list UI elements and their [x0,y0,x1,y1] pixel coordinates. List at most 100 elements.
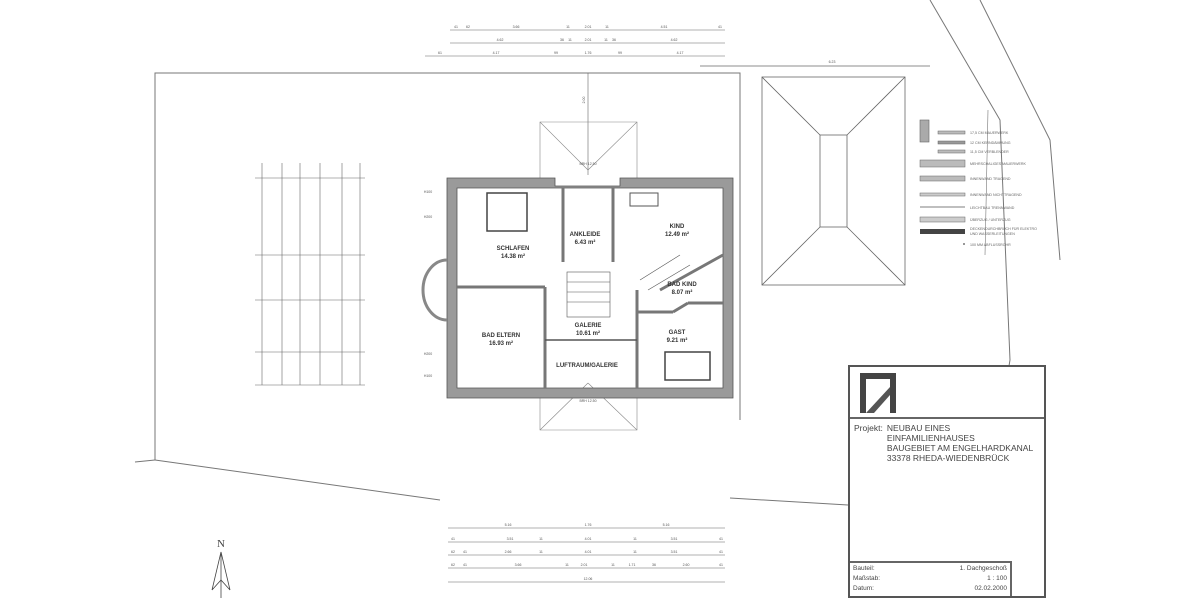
svg-text:41: 41 [463,563,467,567]
svg-text:GALERIE: GALERIE [575,323,602,329]
svg-text:4.51: 4.51 [661,25,668,29]
svg-text:3.51: 3.51 [671,537,678,541]
svg-text:11: 11 [604,38,608,42]
svg-text:H200: H200 [424,215,432,219]
svg-text:H100: H100 [424,374,432,378]
svg-text:41: 41 [718,25,722,29]
svg-text:N: N [217,538,225,550]
top-dimension-labels: 41 62 3.66 11 2.01 11 4.51 41 4.62 36 11… [438,25,835,103]
svg-text:LUFTRAUM/GALERIE: LUFTRAUM/GALERIE [556,363,618,369]
legend: 17,5 CM MAUERWERK 12 CM KERNDÄMMUNG 11,5… [919,109,1037,256]
svg-text:4.17: 4.17 [677,51,684,55]
svg-text:41: 41 [463,550,467,554]
svg-text:INNENWAND TRAGEND: INNENWAND TRAGEND [970,177,1011,181]
svg-text:11: 11 [566,25,570,29]
svg-text:11: 11 [565,563,569,567]
svg-text:4.01: 4.01 [585,550,592,554]
svg-text:3.51: 3.51 [671,550,678,554]
svg-text:99: 99 [618,51,622,55]
svg-text:1.76: 1.76 [585,523,592,527]
svg-text:11: 11 [633,537,637,541]
svg-text:99: 99 [554,51,558,55]
svg-text:5.16: 5.16 [505,523,512,527]
svg-text:36: 36 [560,38,564,42]
drawing-info: Bauteil:1. Dachgeschoß Maßstab:1 : 100 D… [850,561,1012,596]
svg-text:11: 11 [611,563,615,567]
svg-text:BAD KIND: BAD KIND [667,282,697,288]
staircase-icon [566,254,691,318]
svg-text:INNENWAND NICHTTRAGEND: INNENWAND NICHTTRAGEND [970,193,1022,197]
project-info: Projekt: NEUBAU EINES EINFAMILIENHAUSES … [854,423,1034,463]
svg-text:61: 61 [438,51,442,55]
svg-text:16.93 m²: 16.93 m² [489,340,513,347]
left-dimensions [255,163,365,386]
title-block: Projekt: NEUBAU EINES EINFAMILIENHAUSES … [848,365,1046,598]
svg-text:11: 11 [539,537,543,541]
bed-icon [486,192,528,232]
svg-text:3.66: 3.66 [513,25,520,29]
svg-text:5.16: 5.16 [663,523,670,527]
svg-text:1.71: 1.71 [629,563,636,567]
svg-text:LEICHTBAU TRENNWAND: LEICHTBAU TRENNWAND [970,206,1015,210]
svg-text:62: 62 [451,563,455,567]
property-lines [134,0,1061,506]
dormers [539,121,638,431]
bottom-dimensions [448,527,725,583]
neighbor-house [700,65,930,286]
architect-logo [850,367,1044,419]
svg-text:12.06: 12.06 [584,577,593,581]
svg-text:H100: H100 [424,190,432,194]
svg-text:6.23: 6.23 [829,60,836,64]
bauteil-value: 1. Dachgeschoß [959,564,1007,572]
svg-text:11,5 CM VERBLENDER: 11,5 CM VERBLENDER [970,150,1009,154]
svg-text:3.66: 3.66 [515,563,522,567]
date-value: 02.02.2000 [974,584,1007,592]
svg-text:KIND: KIND [670,224,685,230]
scale-value: 1 : 100 [987,574,1007,582]
svg-text:GAST: GAST [669,330,686,336]
svg-text:17,5 CM MAUERWERK: 17,5 CM MAUERWERK [970,131,1009,135]
svg-text:62: 62 [466,25,470,29]
svg-text:BAD ELTERN: BAD ELTERN [482,333,520,339]
svg-text:ÜBERZUG / UNTERZUG: ÜBERZUG / UNTERZUG [970,218,1011,222]
svg-text:BRH 12.50: BRH 12.50 [579,162,596,166]
svg-text:36: 36 [612,38,616,42]
svg-text:11: 11 [539,550,543,554]
svg-text:11: 11 [568,38,572,42]
room-name: SCHLAFEN [497,246,530,252]
svg-text:41: 41 [719,563,723,567]
svg-text:4.01: 4.01 [585,537,592,541]
svg-text:62: 62 [451,550,455,554]
svg-text:2.01: 2.01 [581,563,588,567]
svg-text:2.66: 2.66 [505,550,512,554]
svg-text:DECKENDURCHBRUCH FÜR ELEKTRO: DECKENDURCHBRUCH FÜR ELEKTRO [970,227,1037,231]
svg-text:4.62: 4.62 [497,38,504,42]
svg-text:12 CM KERNDÄMMUNG: 12 CM KERNDÄMMUNG [970,141,1011,145]
guest-bed-icon [664,351,711,381]
svg-text:8.07 m²: 8.07 m² [672,289,693,296]
svg-text:MEHRSCHALIGES MAUERWERK: MEHRSCHALIGES MAUERWERK [970,162,1026,166]
logo-icon [860,373,896,413]
svg-text:6.43 m²: 6.43 m² [575,239,596,246]
top-dimensions [425,29,725,175]
svg-text:2.01: 2.01 [585,38,592,42]
svg-text:4.17: 4.17 [493,51,500,55]
svg-text:3.51: 3.51 [507,537,514,541]
svg-text:10.61 m²: 10.61 m² [576,330,600,337]
room-labels: SCHLAFEN 14.38 m² ANKLEIDE 6.43 m² KIND … [424,162,698,403]
building [421,177,734,399]
svg-text:11: 11 [605,25,609,29]
svg-text:41: 41 [454,25,458,29]
svg-text:2.60: 2.60 [683,563,690,567]
svg-text:BRH 12.50: BRH 12.50 [579,399,596,403]
svg-text:2.01: 2.01 [585,25,592,29]
svg-text:9.21 m²: 9.21 m² [667,337,688,344]
svg-text:36: 36 [652,563,656,567]
svg-text:ANKLEIDE: ANKLEIDE [570,232,601,238]
north-arrow-icon: N [211,538,231,598]
svg-text:12.49 m²: 12.49 m² [665,231,689,238]
svg-text:41: 41 [719,537,723,541]
svg-text:14.38 m²: 14.38 m² [501,253,525,260]
svg-text:2.00: 2.00 [582,97,586,104]
